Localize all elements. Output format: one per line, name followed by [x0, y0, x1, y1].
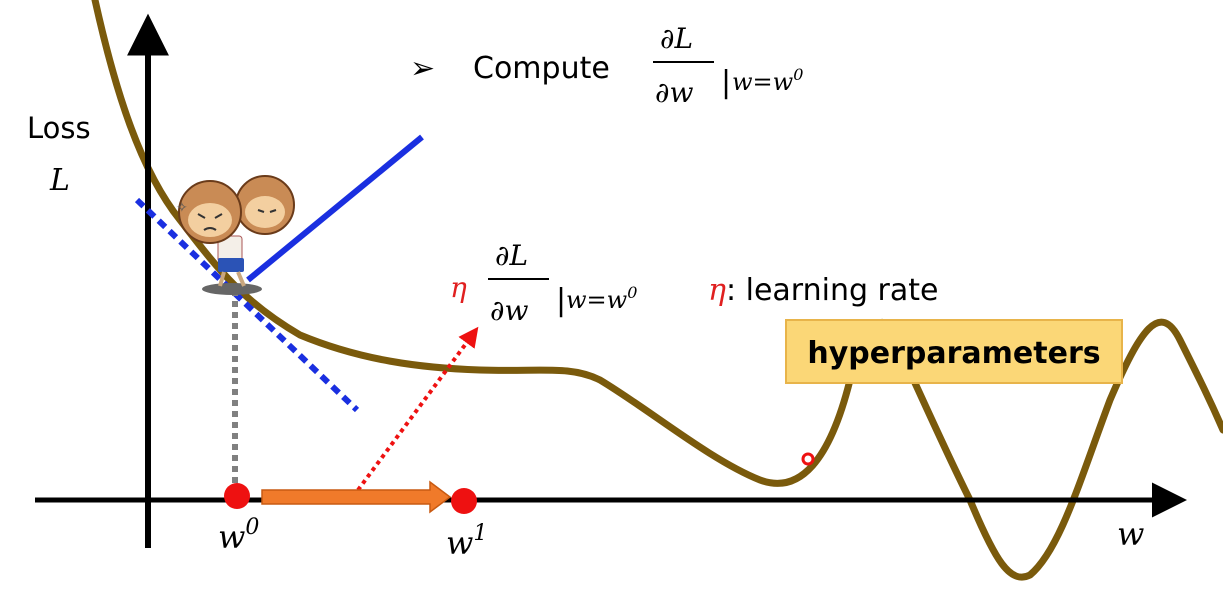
step-formula: η ∂L ∂w | w=w0 [450, 239, 637, 327]
learning-rate-label: η: learning rate [708, 273, 939, 308]
tangent-solid-line [246, 134, 424, 283]
w1-point [451, 488, 477, 514]
x-axis-label: w [1117, 515, 1144, 553]
minimum-marker [801, 452, 815, 466]
compute-eval-bar: | [721, 65, 731, 100]
tangent-dashed-line [134, 197, 360, 413]
step-move-arrow [261, 480, 452, 514]
svg-text:✧: ✧ [176, 200, 188, 216]
compute-eval-at: w=w0 [732, 65, 803, 96]
step-denominator: ∂w [490, 294, 528, 327]
hyperparameters-label: hyperparameters [807, 336, 1100, 371]
bullet-icon: ➢ [410, 51, 435, 86]
y-axis-label-loss: Loss [27, 111, 91, 145]
walker-figure: ✧ [176, 175, 295, 295]
hyperparameters-box [785, 319, 1123, 384]
loss-curve [91, 0, 1223, 581]
y-axis-label-var: L [49, 163, 70, 198]
compute-formula: ➢ Compute ∂L ∂w | w=w0 [410, 22, 803, 109]
w0-label: w0 [218, 515, 259, 556]
w1-label: w1 [446, 521, 487, 562]
step-eta: η [450, 271, 467, 304]
step-eval-at: w=w0 [566, 283, 637, 314]
step-eval-bar: | [556, 283, 566, 318]
compute-denominator: ∂w [655, 76, 693, 109]
w0-point [224, 483, 250, 509]
step-numerator: ∂L [495, 239, 528, 272]
gradient-step-arrow [356, 326, 479, 492]
compute-numerator: ∂L [660, 22, 693, 55]
compute-word: Compute [473, 51, 610, 86]
